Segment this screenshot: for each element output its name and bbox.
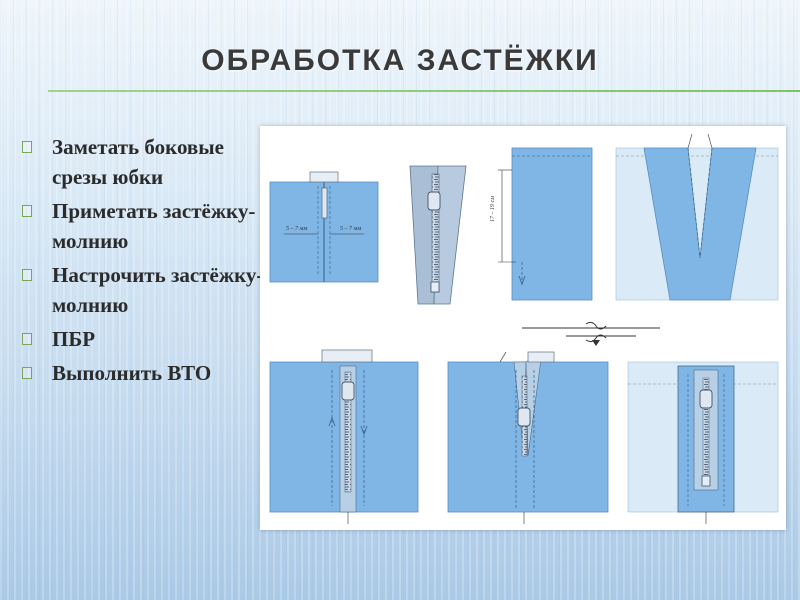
panel-basted-zipper xyxy=(269,349,419,524)
slide-title: ОБРАБОТКА ЗАСТЁЖКИ xyxy=(201,44,599,77)
label-allowance-left: 5 – 7 мм xyxy=(286,226,307,232)
bullet-icon xyxy=(22,269,32,281)
panel-zipper xyxy=(409,165,467,305)
bullet-icon xyxy=(22,367,32,379)
bullet-icon xyxy=(22,333,32,345)
bullet-icon xyxy=(22,141,32,153)
panel-zip-length: 17 – 19 см xyxy=(490,147,593,301)
steps-list: Заметать боковые срезы юбки Приметать за… xyxy=(22,132,272,392)
panel-finished-closure xyxy=(627,361,779,524)
title-divider xyxy=(48,90,800,92)
step-item: ПБР xyxy=(22,324,272,354)
step-item: Настрочить застёжку-молнию xyxy=(22,260,272,320)
step-text: Приметать застёжку-молнию xyxy=(52,199,256,253)
label-zip-length: 17 – 19 см xyxy=(490,196,496,222)
bullet-icon xyxy=(22,205,32,217)
step-text: Настрочить застёжку-молнию xyxy=(52,263,264,317)
cross-section-detail xyxy=(522,321,660,346)
step-text: Заметать боковые срезы юбки xyxy=(52,135,224,189)
step-text: ПБР xyxy=(52,327,96,351)
panel-opened-seam xyxy=(615,133,779,301)
step-item: Выполнить ВТО xyxy=(22,358,272,388)
panel-stitched-zipper xyxy=(447,351,609,524)
step-text: Выполнить ВТО xyxy=(52,361,212,385)
step-item: Заметать боковые срезы юбки xyxy=(22,132,272,192)
label-allowance-right: 5 – 7 мм xyxy=(340,226,361,232)
step-item: Приметать застёжку-молнию xyxy=(22,196,272,256)
zipper-diagram: 5 – 7 мм 5 – 7 мм 17 – 19 см xyxy=(260,126,786,530)
panel-basted-seam: 5 – 7 мм 5 – 7 мм xyxy=(269,171,379,283)
